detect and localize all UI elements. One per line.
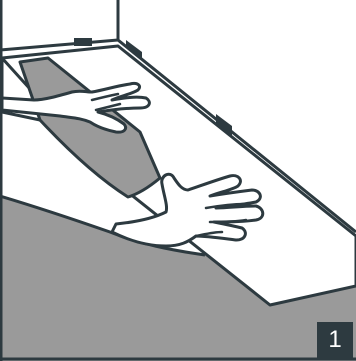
wall-spacer-1 (74, 38, 92, 46)
step-number-badge: 1 (317, 322, 353, 358)
